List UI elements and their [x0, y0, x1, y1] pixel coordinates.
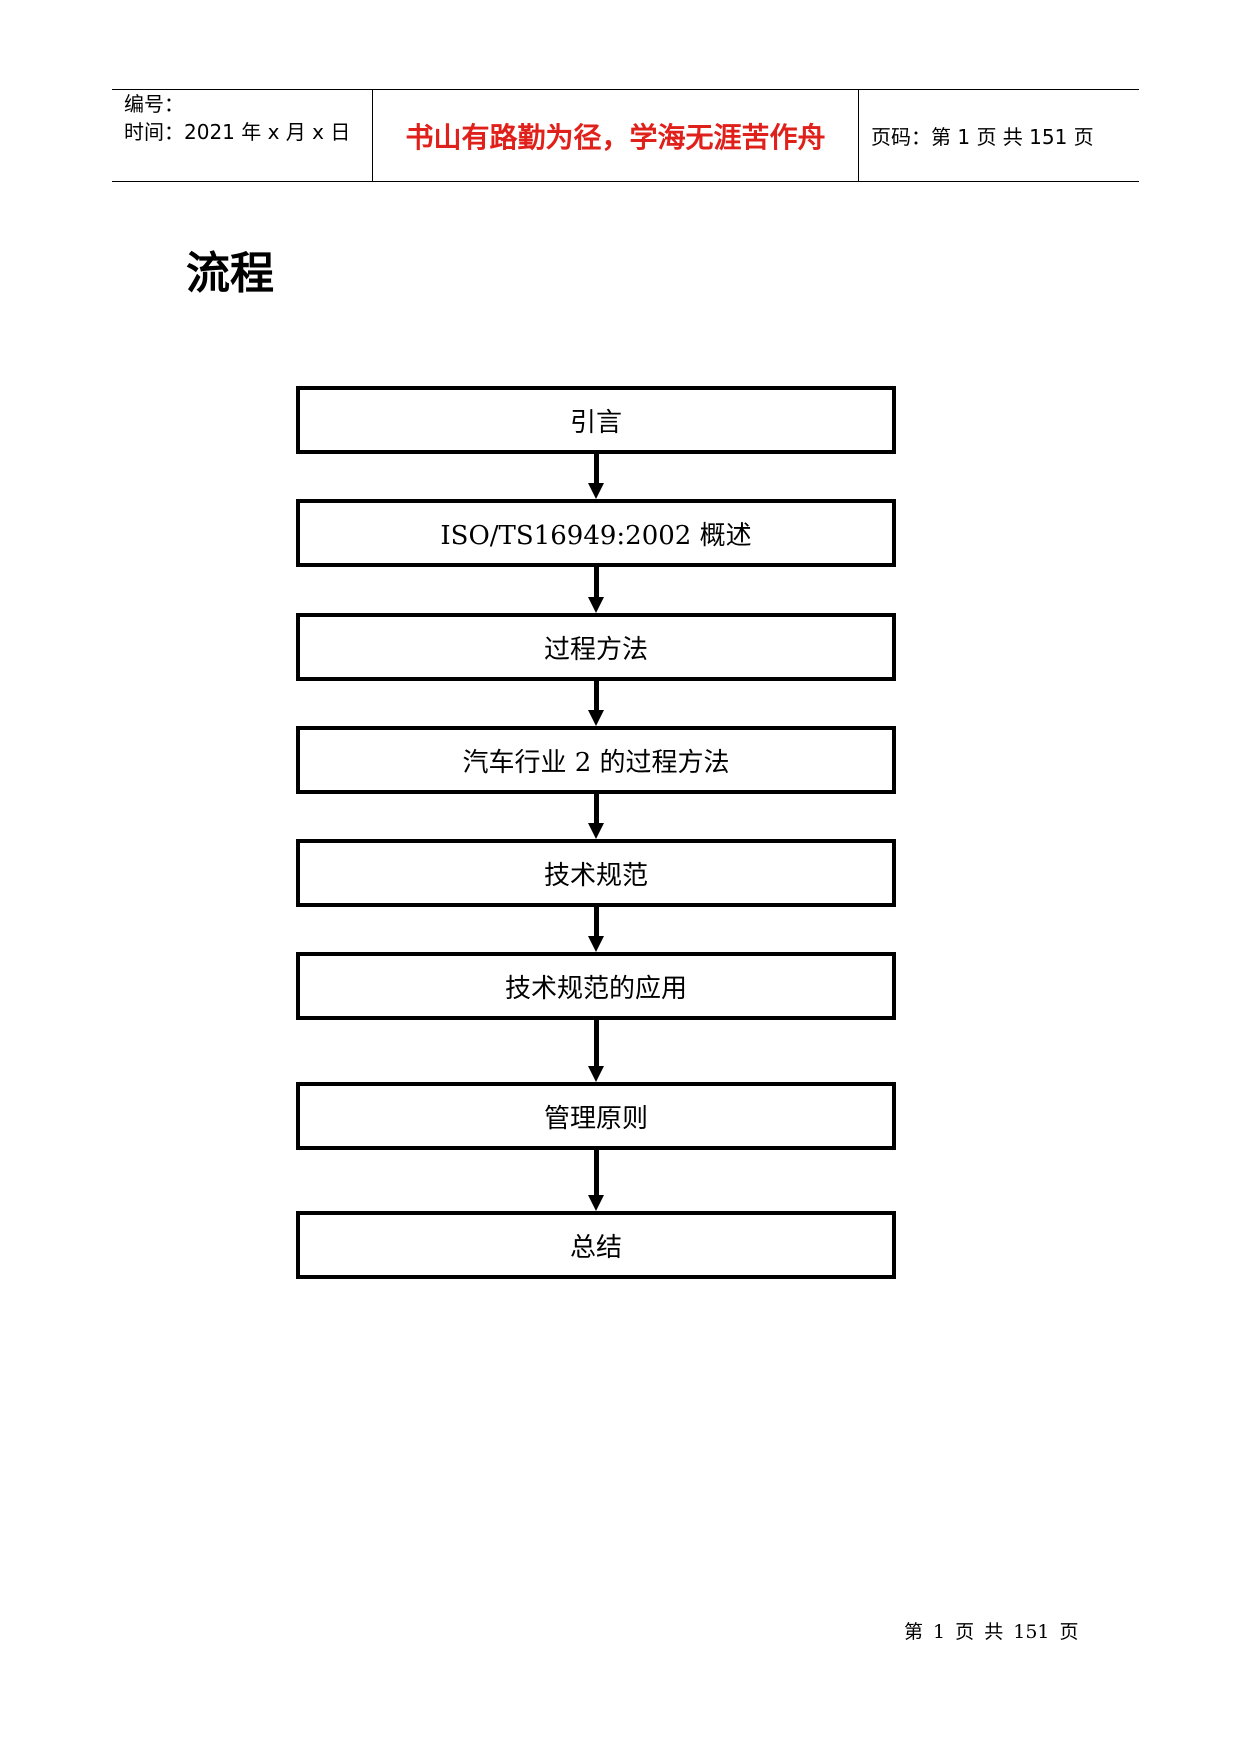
- page-title: 流程: [186, 248, 274, 299]
- flow-arrow-7: [588, 1150, 604, 1211]
- flow-arrow-2: [588, 567, 604, 613]
- header-page-info: 页码：第 1 页 共 151 页: [871, 125, 1094, 149]
- flow-step-5: 技术规范: [296, 839, 896, 907]
- flow-step-6: 技术规范的应用: [296, 952, 896, 1020]
- flow-arrow-4: [588, 794, 604, 839]
- flow-step-8: 总结: [296, 1211, 896, 1279]
- flow-step-4: 汽车行业 2 的过程方法: [296, 726, 896, 794]
- flow-arrow-6: [588, 1020, 604, 1082]
- flow-step-1: 引言: [296, 386, 896, 454]
- flow-arrow-1: [588, 454, 604, 499]
- flow-arrow-5: [588, 907, 604, 952]
- header-page-cell: 页码：第 1 页 共 151 页: [859, 90, 1139, 181]
- page-footer-number: 第 1 页 共 151 页: [904, 1621, 1079, 1643]
- document-time-label: 时间：2021 年 x 月 x 日: [124, 120, 351, 144]
- flow-step-7: 管理原则: [296, 1082, 896, 1150]
- page-header: 编号： 时间：2021 年 x 月 x 日 书山有路勤为径，学海无涯苦作舟 页码…: [112, 89, 1139, 182]
- document-number-label: 编号：: [124, 92, 184, 116]
- header-motto-cell: 书山有路勤为径，学海无涯苦作舟: [373, 90, 859, 181]
- header-motto: 书山有路勤为径，学海无涯苦作舟: [405, 120, 826, 154]
- header-meta-cell: 编号： 时间：2021 年 x 月 x 日: [112, 90, 373, 181]
- flow-step-2: ISO/TS16949:2002 概述: [296, 499, 896, 567]
- flow-arrow-3: [588, 681, 604, 726]
- flow-step-3: 过程方法: [296, 613, 896, 681]
